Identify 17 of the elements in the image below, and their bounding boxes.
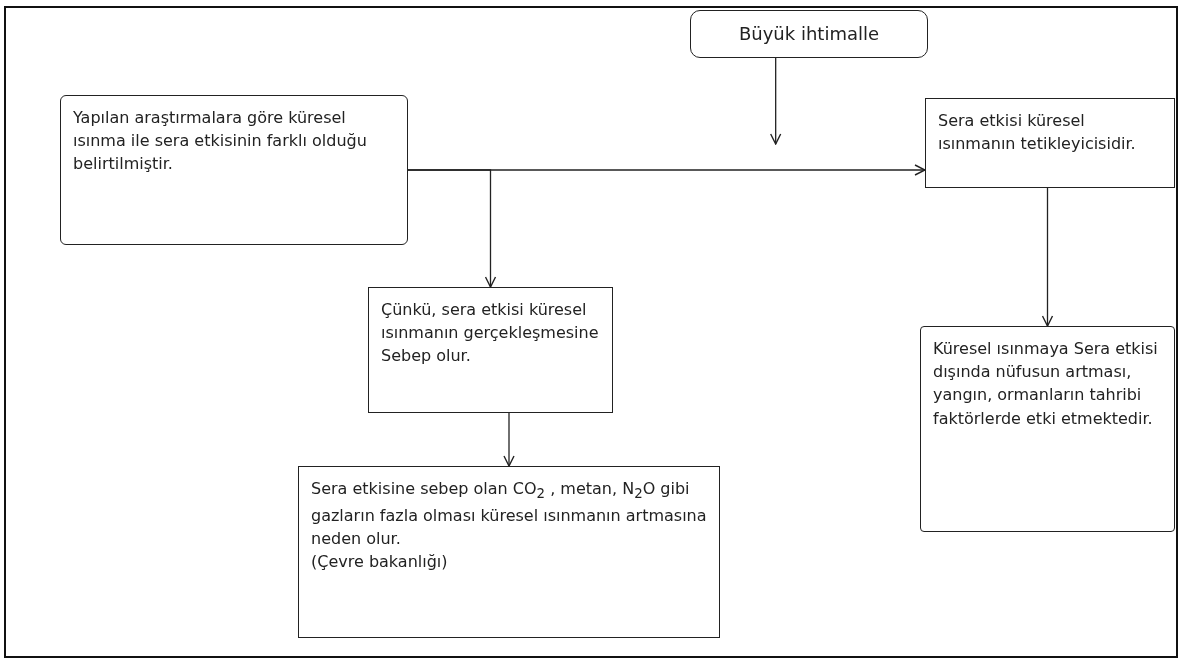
arrow bbox=[407, 169, 497, 288]
box-text: Yapılan araştırmalara göre küresel ısınma ile sera etkisinin farklı olduğu belirtilmiştir. bbox=[73, 107, 368, 176]
process-box bbox=[920, 326, 1175, 532]
source-note: (Çevre bakanlığı) bbox=[311, 550, 449, 573]
process-box bbox=[925, 98, 1175, 188]
box-text: Sera etkisi küresel ısınmanın tetikleyicisidir. bbox=[938, 110, 1137, 156]
box-text: Sera etkisine sebep olan CO$_{2}$ , metan, N$_{2}$O gibi gazların fazla olması küresel ısınmanın artmasına neden olur. bbox=[311, 478, 707, 550]
process-box bbox=[60, 95, 408, 245]
box-text: Küresel ısınmaya Sera etkisi dışında nüfusun artması, yangın, ormanların tahribi faktörlerde etki etmektedir. bbox=[933, 338, 1159, 430]
process-box bbox=[298, 466, 720, 638]
arrow bbox=[503, 412, 515, 467]
arrow bbox=[1041, 187, 1054, 327]
process-box bbox=[690, 10, 928, 58]
process-box bbox=[368, 287, 613, 413]
box-text: Çünkü, sera etkisi küresel ısınmanın gerçekleşmesine Sebep olur. bbox=[381, 299, 600, 368]
arrow bbox=[770, 57, 782, 145]
box-text: Büyük ihtimalle bbox=[737, 22, 881, 46]
